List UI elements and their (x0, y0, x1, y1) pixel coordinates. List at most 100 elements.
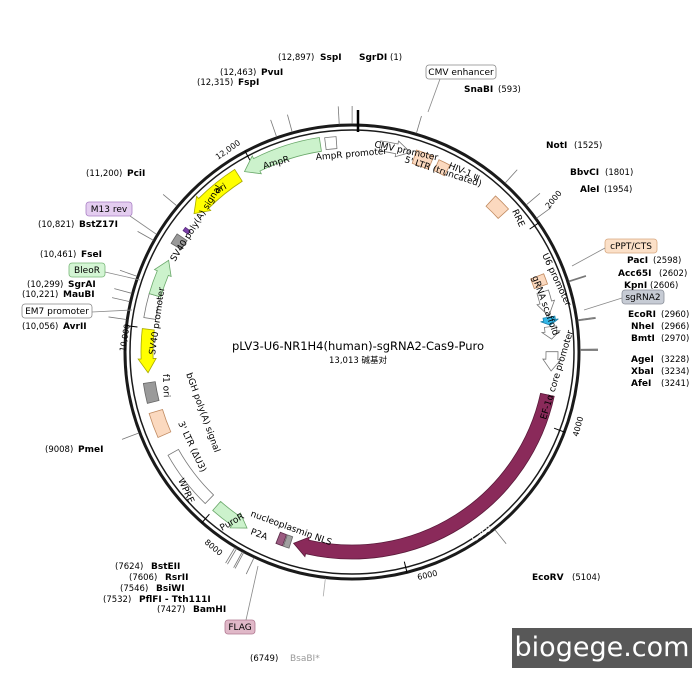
site-line-sspi (337, 106, 340, 125)
svg-text:KpnI: KpnI (624, 281, 647, 291)
arrow-cmv-promoter (378, 140, 412, 158)
site-line-pcii (162, 194, 178, 207)
site-rsrii: (7606)RsrII (129, 573, 188, 583)
svg-text:NheI: NheI (631, 322, 654, 332)
svg-text:(593): (593) (498, 85, 521, 95)
arrow-f1-ori (137, 328, 157, 374)
svg-text:PflFI - Tth111I: PflFI - Tth111I (139, 595, 211, 605)
arrow-rre (485, 195, 510, 220)
svg-text:EcoRV: EcoRV (532, 573, 564, 583)
site-pflfi: (7532) PflFI - Tth111I (103, 595, 211, 605)
site-snabi: SnaBI(593) (464, 85, 521, 95)
backbone-outer-ring (123, 123, 581, 581)
feature-arrows (137, 136, 562, 560)
svg-text:(10,461): (10,461) (40, 250, 76, 260)
site-bmti: BmtI (2970) (631, 334, 689, 344)
tag-cmv-enhancer: CMV enhancer (425, 64, 497, 80)
site-kpni: KpnI(2606) (624, 281, 678, 291)
arrow-wpre (167, 448, 215, 505)
svg-text:Acc65I: Acc65I (618, 269, 652, 279)
arrow-cppt (530, 273, 549, 290)
site-maubi: (10,221)MauBI (22, 290, 95, 300)
arrow-ori (193, 168, 243, 215)
tag-bleor: BleoR (68, 262, 106, 278)
site-leader-lines (108, 105, 598, 597)
svg-text:BleoR: BleoR (74, 266, 100, 276)
site-pmei: (9008) PmeI (45, 445, 103, 455)
svg-text:(1801): (1801) (605, 168, 633, 178)
site-line-rsrii (227, 548, 237, 565)
svg-text:BmtI: BmtI (631, 334, 655, 344)
svg-text:(10,821): (10,821) (38, 220, 74, 230)
svg-text:(7532): (7532) (103, 595, 131, 605)
site-bbvci: BbvCI(1801) (570, 168, 633, 178)
svg-text:FspI: FspI (238, 78, 259, 88)
svg-text:PmeI: PmeI (78, 445, 103, 455)
label-sv40-polya: SV40 poly(A) signal (169, 184, 224, 264)
svg-text:(10,299): (10,299) (27, 280, 63, 290)
tag-sgrna2: sgRNA2 (621, 289, 665, 305)
tick-mark-10000 (125, 325, 138, 328)
tick-marks (125, 150, 566, 574)
svg-text:(2598): (2598) (653, 256, 681, 266)
site-line-kpni (568, 275, 587, 283)
tag-em7-promoter: EM7 promoter (21, 303, 93, 319)
svg-text:(7624): (7624) (115, 562, 143, 572)
site-alei: AleI(1954) (580, 185, 632, 195)
arrow-hiv-psi (433, 159, 451, 177)
svg-text:(12,315): (12,315) (197, 78, 233, 88)
label-cas9: Cas9 (470, 523, 494, 544)
svg-text:(10,221): (10,221) (22, 290, 58, 300)
tick-mark-2000 (529, 221, 540, 230)
svg-text:SgrDI: SgrDI (359, 53, 387, 63)
tick-12000: 12,000 (214, 138, 242, 161)
box-3ltr (148, 408, 172, 439)
svg-text:(10,056): (10,056) (22, 322, 58, 332)
tick-mark-8000 (201, 513, 210, 524)
svg-text:(11,200): (11,200) (86, 169, 122, 179)
site-line-snabi (416, 115, 422, 134)
site-line-sgrai (114, 288, 132, 294)
site-line-noti (504, 169, 518, 184)
site-line-bstz17i (137, 231, 154, 241)
svg-text:RsrII: RsrII (165, 573, 188, 583)
svg-text:(2970): (2970) (661, 334, 689, 344)
box-ampr-promoter (324, 136, 338, 151)
svg-text:(12,897): (12,897) (278, 53, 314, 63)
site-bamhi: (7427)BamHI (157, 605, 226, 615)
site-line-ecori (577, 316, 596, 321)
site-afei: AfeI (3241) (631, 379, 689, 389)
site-bstz17i: (10,821) BstZ17I (38, 220, 118, 230)
arrow-ef1a (542, 351, 562, 372)
tick-mark-6000 (403, 561, 408, 574)
svg-text:BstZ17I: BstZ17I (79, 220, 118, 230)
label-ef1a: EF-1α core promoter (539, 329, 576, 421)
svg-text:FLAG: FLAG (228, 623, 251, 633)
svg-text:PacI: PacI (627, 256, 648, 266)
site-line-bsteii (225, 547, 236, 564)
svg-text:XbaI: XbaI (631, 367, 654, 377)
arrow-puror (212, 500, 248, 529)
site-avrii: (10,056)AvrII (22, 322, 87, 332)
svg-text:M13 rev: M13 rev (91, 205, 128, 215)
tick-6000: 6000 (416, 569, 438, 582)
svg-text:CMV enhancer: CMV enhancer (428, 68, 494, 78)
svg-text:EcoRI: EcoRI (628, 310, 656, 320)
svg-text:(7427): (7427) (157, 605, 185, 615)
site-line-bsiwi (233, 551, 243, 568)
plasmid-name: pLV3-U6-NR1H4(human)-sgRNA2-Cas9-Puro (232, 339, 484, 353)
tick-4000: 4000 (571, 416, 585, 438)
svg-text:AfeI: AfeI (631, 379, 651, 389)
arrow-sgrna2 (540, 315, 559, 326)
svg-text:EM7 promoter: EM7 promoter (25, 307, 89, 317)
site-line-alei (536, 207, 552, 219)
svg-text:(9008): (9008) (45, 445, 73, 455)
box-bgh-polya (142, 381, 160, 404)
arrow-ampr (243, 137, 322, 175)
site-line-pvui (287, 114, 293, 133)
svg-text:sgRNA2: sgRNA2 (625, 293, 660, 303)
svg-text:(3241): (3241) (661, 379, 689, 389)
svg-text:(2602): (2602) (659, 269, 687, 279)
